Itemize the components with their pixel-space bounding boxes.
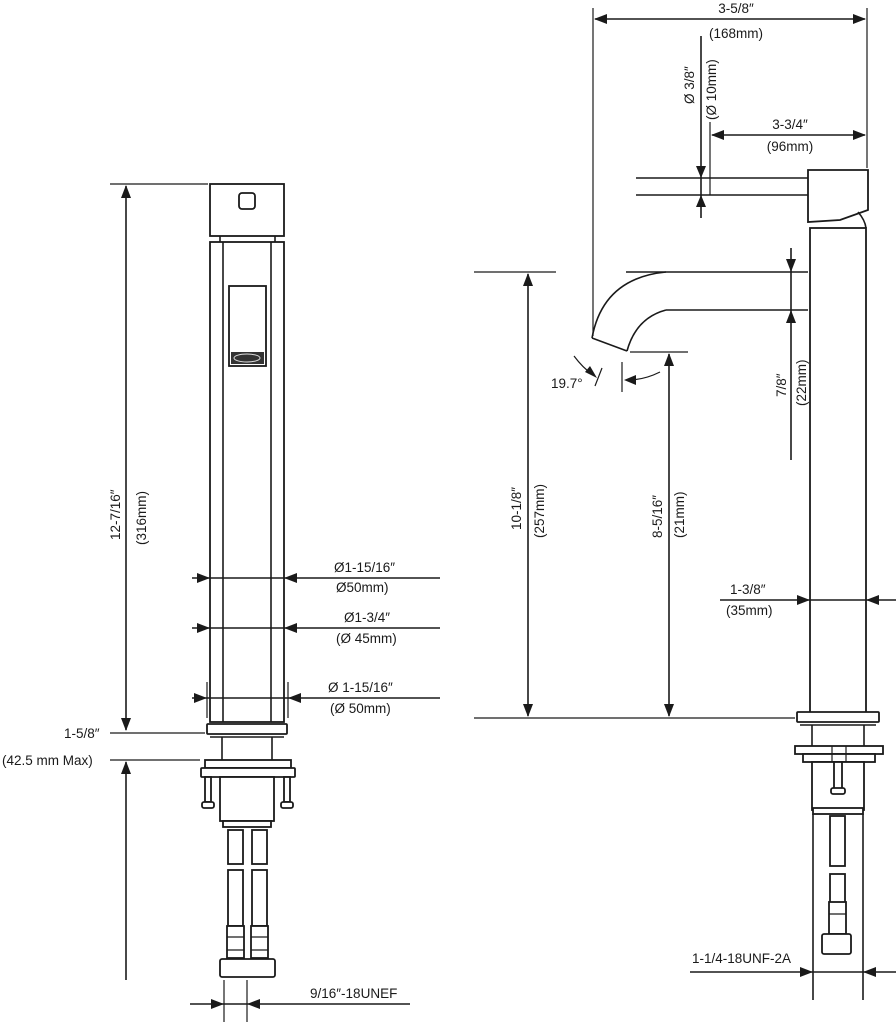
spout-angle-label: 19.7° [551, 376, 583, 391]
shank-thread-label: 1-1/4-18UNF-2A [692, 951, 791, 966]
supply-nut [219, 958, 276, 978]
height-imperial-label: 12-7/16″ [108, 489, 123, 540]
side-supply-nut [821, 933, 852, 955]
front-handle-block [209, 183, 285, 237]
outlet-height-imperial-label: 8-5/16″ [650, 495, 665, 538]
side-base-rim [796, 711, 880, 723]
spout-thickness-imperial-label: 7/8″ [774, 373, 789, 397]
side-view [591, 169, 884, 1000]
handle-diameter-imperial-label: Ø 3/8″ [682, 66, 697, 104]
side-handle-head [807, 169, 869, 223]
spout-height-metric-label: (257mm) [532, 484, 547, 538]
body-diameter-inner-metric-label: (Ø 45mm) [336, 631, 397, 646]
handle-length-imperial-label: 3-3/4″ [772, 117, 808, 132]
outlet-height-metric-label: (21mm) [672, 492, 687, 539]
front-base-rim [206, 723, 288, 735]
spout-thickness-metric-label: (22mm) [794, 360, 809, 407]
spout-height-imperial-label: 10-1/8″ [509, 487, 524, 530]
body-diameter-imperial-label: 1-3/8″ [730, 582, 766, 597]
handle-length-metric-label: (96mm) [767, 139, 814, 154]
front-view [200, 183, 296, 978]
total-reach-metric-label: (168mm) [709, 26, 763, 41]
deck-thickness-metric-label: (42.5 mm Max) [2, 753, 93, 768]
body-diameter-inner-imperial-label: Ø1-3/4″ [344, 610, 390, 625]
supply-hose-left [227, 829, 244, 865]
total-reach-imperial-label: 3-5/8″ [718, 1, 754, 16]
body-diameter-top-imperial-label: Ø1-15/16″ [334, 560, 395, 575]
body-diameter-top-metric-label: Ø50mm) [336, 580, 389, 595]
front-view-dimensions: 12-7/16″ (316mm) 1-5/8″ (42.5 mm Max) Ø1… [2, 183, 440, 1022]
base-diameter-imperial-label: Ø 1-15/16″ [328, 680, 393, 695]
handle-indicator-icon [238, 192, 256, 210]
deck-thickness-imperial-label: 1-5/8″ [64, 726, 100, 741]
side-view-dimensions: 3-5/8″ (168mm) Ø 3/8″ (Ø 10mm) 3-3/4″ (9… [474, 1, 896, 977]
body-diameter-metric-label: (35mm) [726, 603, 773, 618]
height-metric-label: (316mm) [134, 491, 149, 545]
supply-thread-label: 9/16″-18UNEF [310, 986, 397, 1001]
base-diameter-metric-label: (Ø 50mm) [330, 701, 391, 716]
side-body [809, 227, 867, 715]
handle-diameter-metric-label: (Ø 10mm) [704, 59, 719, 120]
front-mounting-plate [204, 759, 292, 769]
